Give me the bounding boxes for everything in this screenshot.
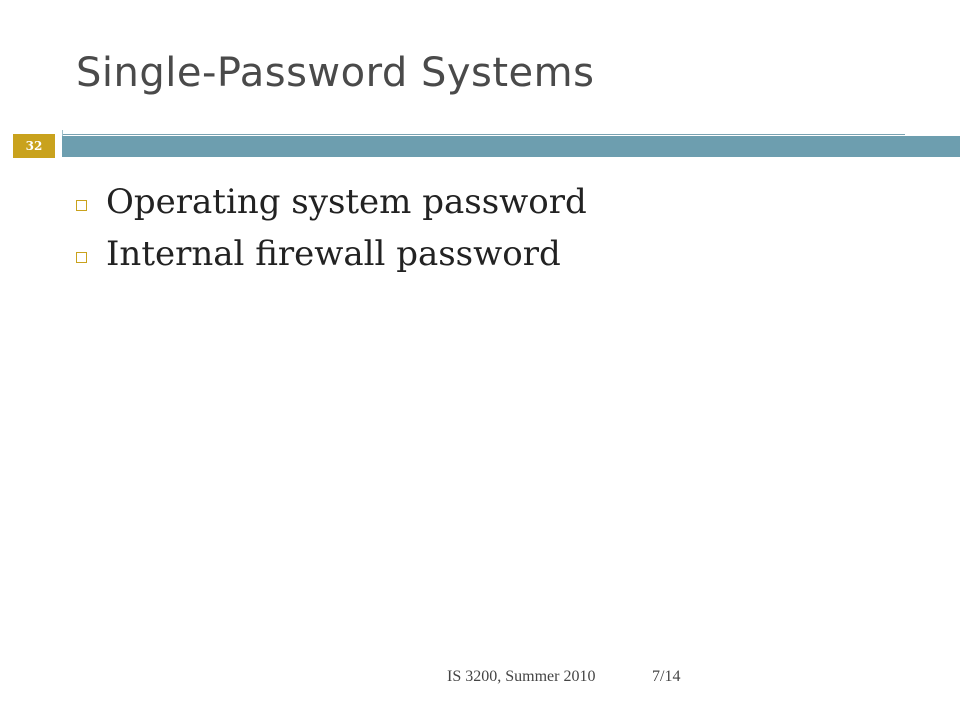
slide-title: Single-Password Systems	[76, 50, 595, 96]
accent-bar	[62, 136, 960, 157]
bullet-text: Operating system password	[106, 182, 587, 222]
square-bullet-icon	[76, 199, 87, 211]
footer-date: 7/14	[652, 668, 681, 685]
slide-number-badge: 32	[13, 134, 55, 158]
bullet-item: Operating system password	[76, 176, 587, 228]
square-bullet-icon	[76, 251, 87, 263]
bullet-item: Internal firewall password	[76, 228, 587, 280]
bullet-text: Internal firewall password	[106, 234, 561, 274]
footer-course: IS 3200, Summer 2010	[447, 668, 596, 685]
title-divider-line	[62, 134, 905, 135]
bullet-list: Operating system password Internal firew…	[76, 176, 587, 280]
